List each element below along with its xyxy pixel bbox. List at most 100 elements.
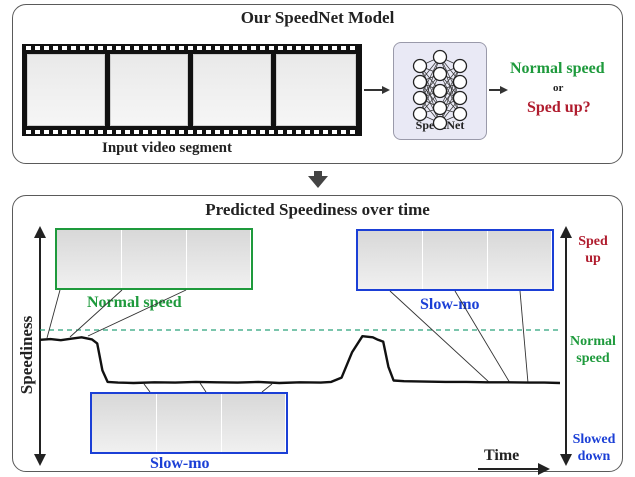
input-video-caption: Input video segment [102, 140, 233, 156]
nn-edge [439, 56, 461, 99]
film-perforation [224, 130, 229, 134]
film-perforation [206, 130, 211, 134]
film-perforation [305, 130, 310, 134]
output-normal-speed: Normal speed [510, 60, 605, 77]
thumb-frame [488, 231, 552, 289]
film-perforation [44, 130, 49, 134]
film-perforation [98, 130, 103, 134]
film-perforation [53, 46, 58, 50]
film-perforation [233, 130, 238, 134]
label-sped-up-line2: up [585, 251, 601, 266]
nn-edge [439, 65, 461, 109]
film-perforation [350, 46, 355, 50]
thumb-frame [187, 230, 251, 288]
film-perforation [179, 46, 184, 50]
label-slowed-line1: Slowed [572, 432, 616, 447]
nn-node [452, 74, 468, 90]
film-perforation [161, 130, 166, 134]
film-perforation [350, 130, 355, 134]
callout-slow-mo-bottom: Slow-mo [150, 455, 210, 472]
film-perforation [314, 130, 319, 134]
film-perforation [125, 130, 130, 134]
film-perforation [269, 46, 274, 50]
leader-line [143, 383, 151, 393]
film-perforation [107, 130, 112, 134]
model-panel-title: Our SpeedNet Model [240, 8, 395, 27]
film-perforation [296, 46, 301, 50]
nn-node [452, 90, 468, 106]
film-perforation [197, 130, 202, 134]
film-perforation [44, 46, 49, 50]
film-perforation [242, 46, 247, 50]
film-perforation [107, 46, 112, 50]
film-perforation [341, 46, 346, 50]
film-perforation [215, 46, 220, 50]
speediness-panel-title: Predicted Speediness over time [205, 200, 430, 219]
film-perforation [152, 46, 157, 50]
label-normal-line1: Normal [570, 334, 616, 349]
video-frame-4 [276, 54, 356, 126]
y-axis-arrow-down [34, 454, 46, 466]
nn-edge [419, 56, 441, 99]
film-perforation [143, 46, 148, 50]
film-perforation [89, 46, 94, 50]
film-perforation [116, 130, 121, 134]
film-perforation [125, 46, 130, 50]
thumb-frame [122, 230, 187, 288]
nn-node [432, 100, 448, 116]
label-slowed-down: Slowed down [565, 431, 623, 465]
callout-slow-mo-top: Slow-mo [420, 296, 480, 313]
nn-node [432, 83, 448, 99]
thumb-frame [358, 231, 423, 289]
film-perforation [341, 130, 346, 134]
label-sped-up: Sped up [568, 233, 618, 267]
leader-line [389, 290, 491, 384]
film-perforation [260, 130, 265, 134]
film-perforation [206, 46, 211, 50]
film-perforation [71, 46, 76, 50]
nn-node [432, 66, 448, 82]
arrow-down-between-panels [308, 171, 328, 188]
callout-normal-speed: Normal speed [87, 294, 182, 311]
film-perforation [179, 130, 184, 134]
film-perforation [152, 130, 157, 134]
y-axis-arrow-up [34, 226, 46, 238]
right-scale-arrow-down [560, 454, 572, 466]
label-sped-up-line1: Sped [578, 234, 608, 249]
film-perforation [134, 130, 139, 134]
thumbs-normal-speed [55, 228, 253, 290]
film-perforation [305, 46, 310, 50]
film-perforation [332, 130, 337, 134]
film-perforation [260, 46, 265, 50]
nn-node [412, 58, 428, 74]
film-perforation [251, 46, 256, 50]
nn-node [452, 58, 468, 74]
film-perforation [116, 46, 121, 50]
leader-line [46, 289, 61, 339]
output-or: or [553, 82, 564, 94]
speediness-curve-group [39, 335, 561, 385]
video-frame-3 [193, 54, 271, 126]
callout-leaders [46, 289, 529, 393]
thumb-frame [92, 394, 157, 452]
thumbs-slow-mo-bottom [90, 392, 288, 454]
thumb-frame [222, 394, 286, 452]
neural-network-icon [412, 49, 468, 131]
film-perforation [224, 46, 229, 50]
film-perforation [197, 46, 202, 50]
x-axis-label: Time [484, 447, 520, 464]
film-perforation [215, 130, 220, 134]
film-perforation [134, 46, 139, 50]
nn-node [432, 49, 448, 65]
film-perforation [62, 130, 67, 134]
thumb-frame [423, 231, 488, 289]
nn-edge [419, 56, 441, 115]
nn-node [432, 115, 448, 131]
film-perforation [287, 130, 292, 134]
right-scale-arrow-up [560, 226, 572, 238]
film-perforation [161, 46, 166, 50]
speediness-curve [39, 335, 561, 385]
film-perforation [80, 46, 85, 50]
leader-line [87, 289, 187, 337]
film-perforation [35, 130, 40, 134]
